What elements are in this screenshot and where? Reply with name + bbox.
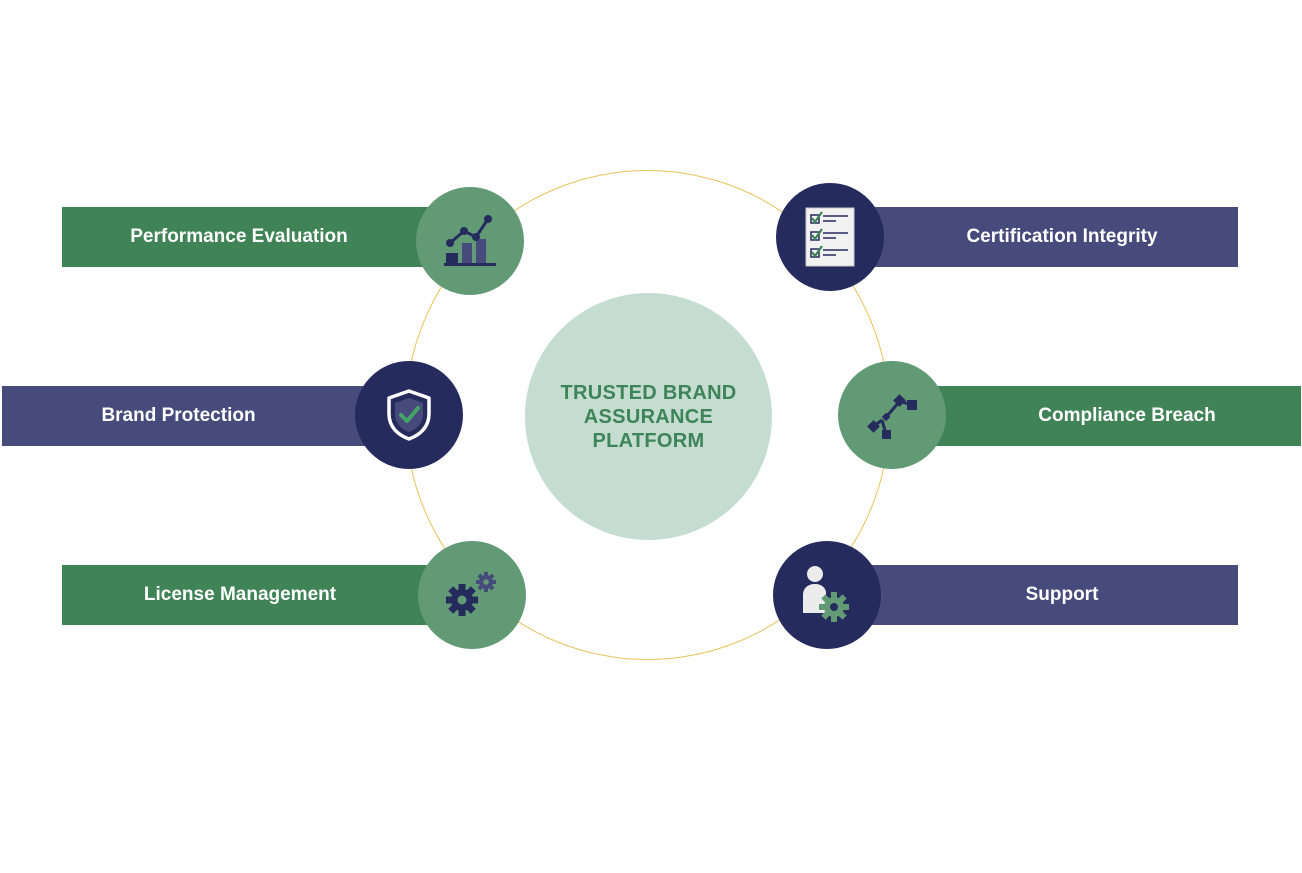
bar-certification-integrity: Certification Integrity (826, 207, 1238, 267)
checklist-icon (804, 206, 856, 268)
label-brand-protection: Brand Protection (101, 405, 256, 426)
node-support (773, 541, 881, 649)
node-brand-protection (355, 361, 463, 469)
label-certification-integrity: Certification Integrity (966, 226, 1158, 247)
shield-check-icon (384, 388, 434, 442)
node-license-management (418, 541, 526, 649)
bar-compliance-breach: Compliance Breach (893, 386, 1301, 446)
person-gear-icon (801, 565, 853, 625)
center-circle: TRUSTED BRAND ASSURANCE PLATFORM (525, 293, 772, 540)
bar-license-management: License Management (62, 565, 478, 625)
bar-support: Support (826, 565, 1238, 625)
node-compliance-breach (838, 361, 946, 469)
node-performance-evaluation (416, 187, 524, 295)
bar-brand-protection: Brand Protection (2, 386, 415, 446)
center-title: TRUSTED BRAND ASSURANCE PLATFORM (560, 381, 737, 452)
label-compliance-breach: Compliance Breach (1038, 405, 1216, 426)
label-support: Support (1025, 584, 1099, 605)
label-license-management: License Management (143, 584, 337, 605)
label-performance-evaluation: Performance Evaluation (130, 226, 348, 247)
gears-icon (442, 570, 502, 620)
broken-link-icon (865, 388, 919, 442)
bar-chart-trend-icon (442, 213, 498, 269)
node-certification-integrity (776, 183, 884, 291)
bar-performance-evaluation: Performance Evaluation (62, 207, 476, 267)
